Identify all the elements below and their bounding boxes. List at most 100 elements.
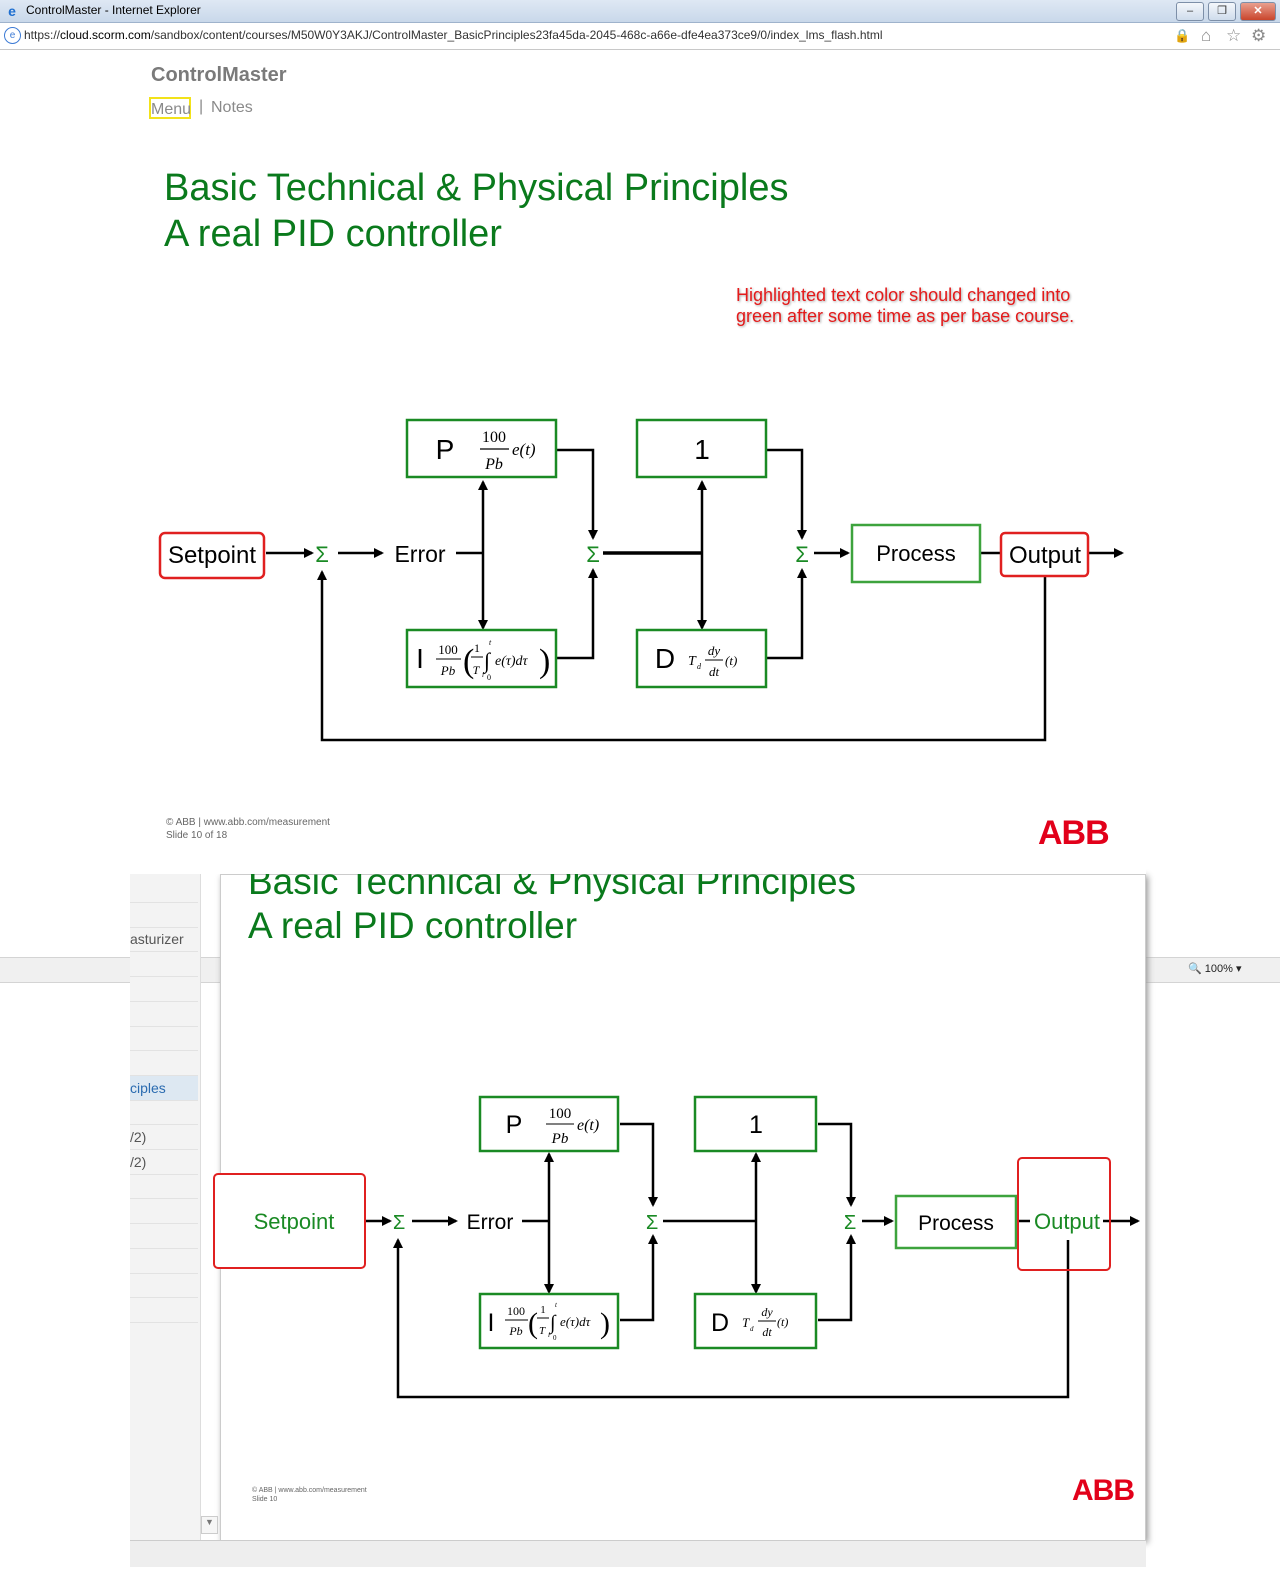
lower-footer-slide: Slide 10 [252,1496,278,1503]
process-label: Process [876,541,955,566]
lower-process-label: Process [918,1212,994,1235]
lower-d-td-sub: d [750,1325,754,1333]
tools-gear-icon[interactable]: ⚙ [1251,26,1267,45]
sidebar-item[interactable] [130,952,198,978]
lower-one-block [693,1095,818,1153]
address-bar[interactable]: e https://cloud.scorm.com/sandbox/conten… [0,23,1280,50]
integral-sign: ∫ [482,648,492,674]
sidebar-item[interactable]: ciples [130,1075,198,1101]
sidebar-item[interactable] [130,1002,198,1027]
lower-p-term: e(t) [577,1117,599,1134]
setpoint-box [158,531,266,580]
menu-link[interactable]: Menu [149,97,191,119]
p-letter: P [436,434,455,465]
close-button[interactable]: ✕ [1240,2,1276,21]
i-ti: T [473,663,481,677]
lower-i-up: t [555,1301,558,1309]
lower-p-den: Pb [551,1131,569,1147]
favorites-star-icon[interactable]: ☆ [1226,26,1242,45]
footer-copyright: © ABB | www.abb.com/measurement [166,817,330,828]
player-controls-bar [130,1540,1146,1567]
sidebar-item[interactable]: asturizer [130,927,198,953]
sidebar-item[interactable] [130,1273,198,1299]
i-letter: I [416,643,424,674]
lower-sum2-symbol: Σ [646,1212,658,1234]
lower-d-term: (t) [777,1315,788,1329]
sum2-symbol: Σ [586,542,600,567]
d-letter: D [655,643,675,674]
d-term: (t) [725,653,737,668]
window-titlebar: e ControlMaster - Internet Explorer – ❐ … [0,0,1280,23]
lower-i-lo: 0 [553,1334,557,1342]
lower-i-paren-left: ( [528,1307,538,1340]
page-icon: e [4,27,21,44]
arrow-feedback [317,570,1047,742]
slide-title-line1: Basic Technical & Physical Principles [164,167,789,209]
sidebar-item[interactable] [130,1249,198,1274]
lower-i-ti-sub: i [548,1331,550,1339]
lower-abb-logo: ABB [1072,1474,1135,1507]
lower-d-num: dy [761,1305,773,1319]
slide-title-line2: A real PID controller [164,213,502,255]
lower-integral-sign: ∫ [548,1312,557,1335]
zoom-control[interactable]: 🔍 100% ▾ [1188,963,1242,975]
sidebar-item[interactable] [130,1199,198,1225]
sidebar-item[interactable]: /2) [130,1125,198,1150]
error-label: Error [394,541,445,567]
sidebar-item[interactable] [130,1174,198,1200]
scroll-down-arrow-icon[interactable]: ▼ [201,1516,218,1534]
lower-d-den: dt [762,1325,772,1339]
review-annotation: Highlighted text color should changed in… [736,285,1075,326]
i-numerator: 100 [438,642,458,657]
lower-sum3-symbol: Σ [844,1212,856,1234]
lower-i-one: 1 [540,1304,546,1316]
footer-slide-number: Slide 10 of 18 [166,830,228,841]
arrow-d-sum3 [767,568,807,660]
lower-p-letter: P [506,1111,523,1139]
one-block [635,418,768,479]
lower-footer: © ABB | www.abb.com/measurement Slide 10 [252,1486,367,1504]
p-denominator: Pb [484,456,503,473]
lower-p-num: 100 [549,1106,572,1122]
slide-title: Basic Technical & Physical Principles A … [164,165,788,257]
output-box [999,531,1090,578]
notes-link[interactable]: Notes [211,99,253,116]
home-icon[interactable]: ⌂ [1201,26,1212,45]
i-block [405,628,558,689]
lower-d-td: T [742,1315,750,1330]
i-denominator: Pb [440,663,456,678]
p-term: e(t) [512,440,536,459]
sidebar-item[interactable] [130,1026,198,1052]
sidebar-item[interactable] [130,1100,198,1126]
lower-one-label: 1 [749,1111,763,1139]
lower-i-block [478,1292,620,1350]
ie-logo-icon: e [8,3,16,19]
p-numerator: 100 [482,429,506,446]
nav-separator: | [199,98,204,115]
sum3-symbol: Σ [795,542,809,567]
minimize-button[interactable]: – [1176,2,1204,21]
lower-process-box [894,1194,1018,1250]
restore-button[interactable]: ❐ [1208,2,1236,21]
sidebar-item[interactable] [130,1051,198,1076]
pid-diagram-upper: Setpoint Output Process Error Σ Σ Σ 1 P … [158,418,1124,742]
sidebar-item[interactable] [130,1298,198,1323]
sidebar-item[interactable] [130,977,198,1002]
d-block [635,628,768,689]
sidebar-item[interactable] [130,903,198,928]
lower-footer-copyright: © ABB | www.abb.com/measurement [252,1487,367,1494]
sidebar-item[interactable] [130,878,198,903]
lower-i-ti: T [539,1325,546,1337]
i-paren-left: ( [463,643,474,680]
i-upper-limit: t [489,638,492,647]
lower-d-letter: D [711,1309,729,1337]
lower-output-box [1017,1157,1111,1271]
lower-error-label: Error [467,1211,514,1234]
lock-icon[interactable]: 🔒 [1174,28,1191,43]
sidebar-item[interactable]: /2) [130,1150,198,1175]
i-lower-limit: 0 [487,673,491,682]
url-text[interactable]: https://cloud.scorm.com/sandbox/content/… [24,28,883,42]
sidebar-item[interactable] [130,1224,198,1249]
lower-title-line2: A real PID controller [248,905,578,946]
